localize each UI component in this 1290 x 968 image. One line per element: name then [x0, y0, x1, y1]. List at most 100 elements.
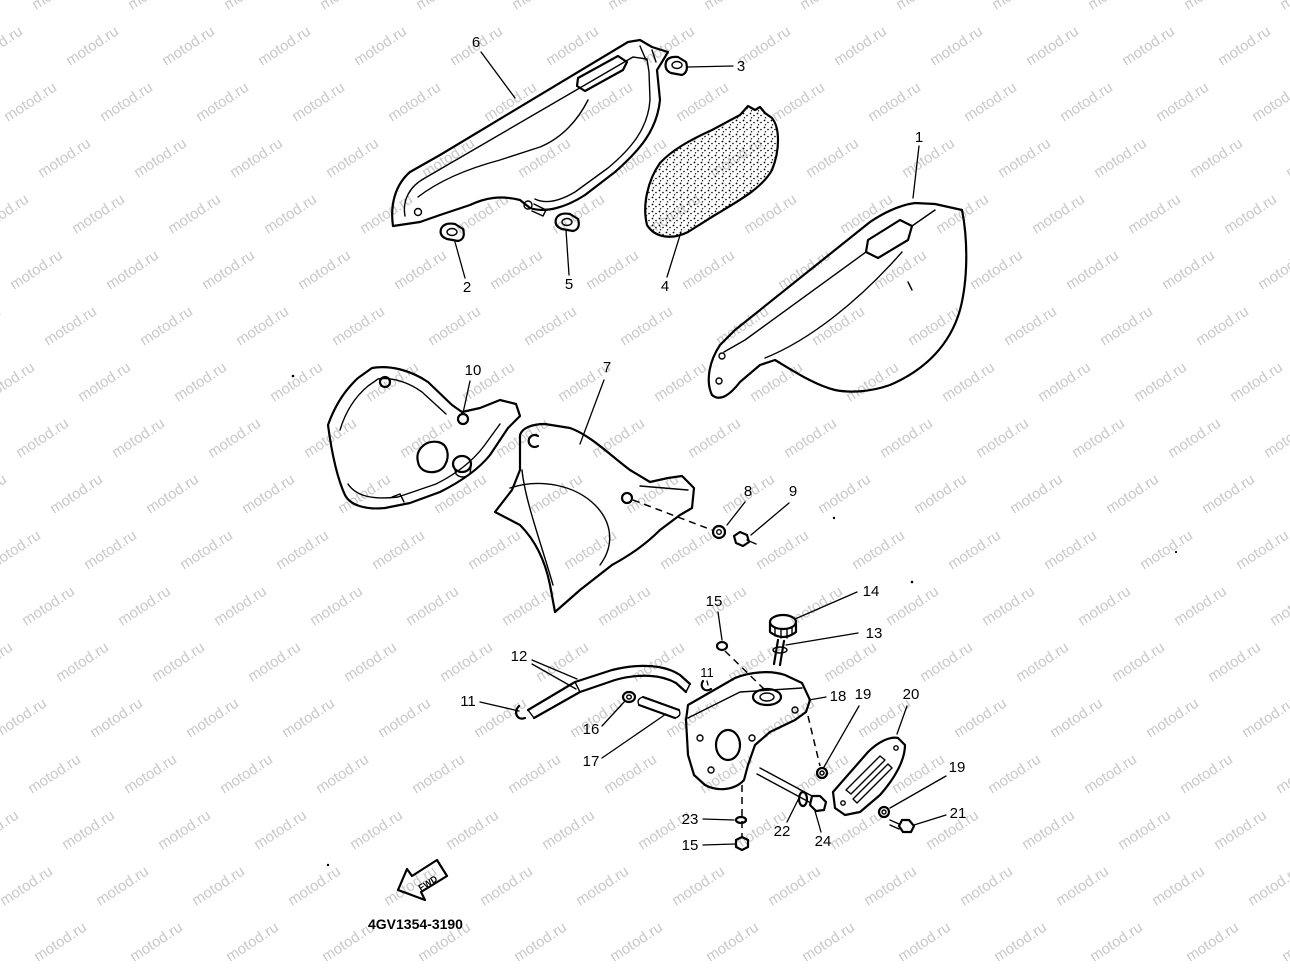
watermark-text: motod.ru [109, 415, 168, 462]
scan-specks [291, 374, 1178, 867]
washer-hole [716, 529, 723, 536]
watermark-text: motod.ru [189, 863, 248, 910]
watermark-text: motod.ru [741, 191, 800, 238]
pipe-body [637, 695, 681, 720]
watermark-text: motod.ru [47, 471, 106, 518]
panel-inner-edge [521, 469, 554, 586]
watermark-text: motod.ru [279, 695, 338, 742]
part-4-foam-pad [644, 104, 780, 238]
watermark-text: motod.ru [223, 919, 282, 966]
part-8-washer [711, 524, 727, 540]
clip-hook [515, 704, 527, 720]
callout-15-top: 15 [706, 593, 723, 610]
watermark-text: motod.ru [317, 0, 376, 13]
watermark-text: motod.ru [1041, 527, 1100, 574]
watermark-text: motod.ru [861, 863, 920, 910]
clip-hook [700, 679, 713, 692]
grommet-body [664, 55, 688, 77]
watermark-text: motod.ru [1085, 0, 1144, 13]
foam-pad-outline [644, 104, 780, 238]
scan-speck [832, 516, 836, 520]
watermark-text: motod.ru [843, 359, 902, 406]
watermark-text: motod.ru [227, 135, 286, 182]
watermark-text: motod.ru [1001, 303, 1060, 350]
leader-line-18 [808, 696, 827, 701]
watermark-text: motod.ru [651, 359, 710, 406]
watermark-text: motod.ru [515, 135, 574, 182]
pipe-ends [637, 696, 681, 719]
cover-mark [907, 281, 913, 291]
watermark-text: motod.ru [323, 135, 382, 182]
part-13-dipstick [772, 638, 788, 667]
watermark-text: motod.ru [595, 583, 654, 630]
watermark-text: motod.ru [403, 583, 462, 630]
watermark-text: motod.ru [1149, 863, 1208, 910]
watermark-text: motod.ru [363, 359, 422, 406]
watermark-text: motod.ru [233, 303, 292, 350]
watermark-text: motod.ru [815, 471, 874, 518]
watermark-text: motod.ru [1279, 919, 1290, 966]
watermark-text: motod.ru [1221, 191, 1280, 238]
watermark-text: motod.ru [747, 359, 806, 406]
watermark-text: motod.ru [831, 23, 890, 70]
cover-recess [416, 440, 449, 474]
watermark-text: motod.ru [1181, 0, 1240, 13]
watermark-text: motod.ru [589, 415, 648, 462]
watermark-text: motod.ru [951, 695, 1010, 742]
watermark-text: motod.ru [679, 247, 738, 294]
cover-slot [575, 54, 629, 93]
watermark-text: motod.ru [781, 415, 840, 462]
cover-edge-line [911, 209, 936, 227]
cover-top-tab [639, 45, 657, 63]
watermark-text: motod.ru [103, 247, 162, 294]
cover-outline [707, 201, 968, 399]
watermark-text: motod.ru [1091, 135, 1150, 182]
scan-speck [1174, 550, 1178, 554]
part-14-tank-cap [768, 613, 798, 639]
watermark-text: motod.ru [13, 415, 72, 462]
watermark-text: motod.ru [87, 695, 146, 742]
watermark-text: motod.ru [979, 583, 1038, 630]
watermark-text: motod.ru [0, 639, 16, 686]
watermark-text: motod.ru [385, 79, 444, 126]
leader-line-14 [794, 591, 858, 620]
watermark-text: motod.ru [289, 79, 348, 126]
hose-joint [527, 681, 691, 719]
plate-outline [831, 736, 907, 817]
leader-line-4 [666, 231, 682, 278]
callout-19-lower: 19 [949, 759, 966, 776]
callout-20: 20 [903, 686, 920, 703]
leader-line-20 [896, 705, 908, 735]
cover-rim-line [339, 377, 501, 499]
watermark-text: motod.ru [125, 0, 184, 13]
watermark-text: motod.ru [605, 0, 664, 13]
watermark-text: motod.ru [0, 807, 22, 854]
cover-mount-hole [715, 377, 723, 385]
watermark-text: motod.ru [539, 807, 598, 854]
watermark-text: motod.ru [0, 527, 44, 574]
part-15-drain-bolt [734, 835, 750, 852]
watermark-text: motod.ru [1283, 135, 1290, 182]
watermark-text: motod.ru [669, 863, 728, 910]
leader-line-24 [814, 810, 822, 833]
watermark-text: motod.ru [295, 247, 354, 294]
watermark-text: motod.ru [505, 751, 564, 798]
grommet-hole [671, 60, 683, 70]
watermark-text: motod.ru [41, 303, 100, 350]
watermark-text: motod.ru [1165, 415, 1224, 462]
watermark-text: motod.ru [511, 919, 570, 966]
watermark-text: motod.ru [0, 471, 10, 518]
watermark-text: motod.ru [821, 639, 880, 686]
watermark-text: motod.ru [1183, 919, 1242, 966]
watermark-text: motod.ru [1177, 751, 1236, 798]
watermark-text: motod.ru [465, 527, 524, 574]
watermark-text: motod.ru [703, 919, 762, 966]
watermark-text: motod.ru [25, 751, 84, 798]
leader-line-1 [912, 145, 920, 199]
callout-12: 12 [511, 648, 528, 665]
watermark-text: motod.ru [1075, 583, 1134, 630]
watermark-text: motod.ru [1187, 135, 1246, 182]
watermark-text: motod.ru [143, 471, 202, 518]
watermark-text: motod.ru [849, 527, 908, 574]
watermark-text: motod.ru [131, 135, 190, 182]
